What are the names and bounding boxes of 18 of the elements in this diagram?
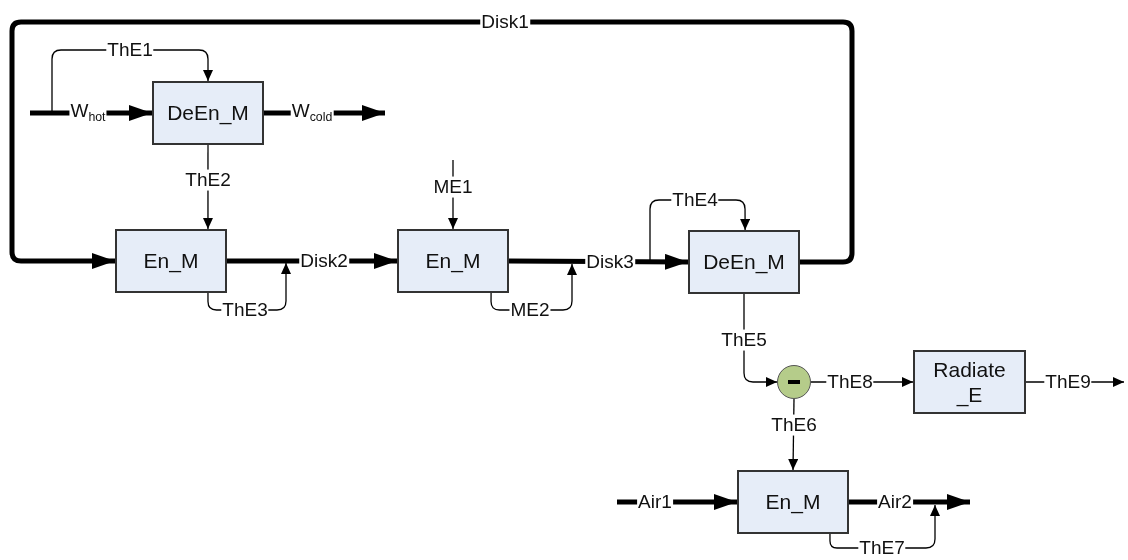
- process-box: [913, 350, 1026, 414]
- edge-label: ThE2: [184, 169, 232, 191]
- edge-label: ThE6: [770, 414, 818, 436]
- edge-label: ME1: [432, 176, 474, 198]
- process-label: En_M: [425, 248, 481, 274]
- operator-circle: [777, 365, 811, 399]
- process-label: DeEn_M: [703, 249, 785, 275]
- process-box: [688, 230, 800, 294]
- process-box: [397, 229, 509, 293]
- process-label: En_M: [143, 248, 199, 274]
- process-box: [115, 229, 227, 293]
- process-label: Radiate _E: [932, 356, 1007, 408]
- process-box: [737, 470, 849, 534]
- edge-label: ThE5: [720, 329, 768, 351]
- process-box: [152, 81, 264, 145]
- thick-arrow: [9, 19, 855, 269]
- process-label: DeEn_M: [167, 100, 249, 126]
- process-label: En_M: [765, 489, 821, 515]
